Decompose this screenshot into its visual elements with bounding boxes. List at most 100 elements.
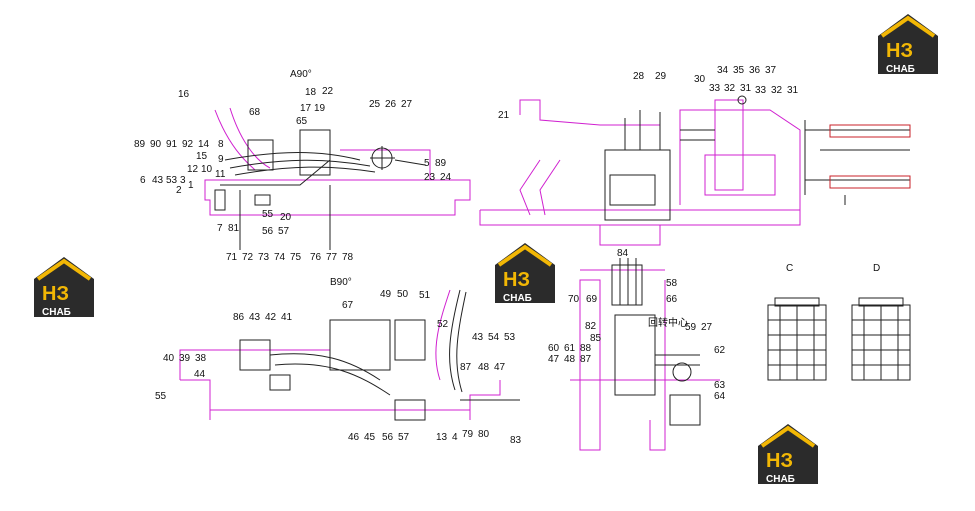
- callout-91: 91: [166, 139, 178, 150]
- callout-23: 23: [424, 172, 436, 183]
- callout-26: 26: [385, 99, 397, 110]
- view-b-title: B90°: [330, 277, 352, 288]
- callout-55: 55: [262, 209, 274, 220]
- callout-36: 36: [749, 65, 761, 76]
- callout-87b: 87: [580, 354, 592, 365]
- callout-59: 59: [685, 322, 697, 333]
- callout-8: 8: [218, 139, 224, 150]
- callout-31: 31: [740, 83, 752, 94]
- callout-19: 19: [314, 103, 326, 114]
- callout-53: 53: [166, 175, 178, 186]
- callout-52: 52: [437, 319, 449, 330]
- callout-69: 69: [586, 294, 598, 305]
- callout-28: 28: [633, 71, 645, 82]
- callout-32: 32: [724, 83, 736, 94]
- callout-68: 68: [249, 107, 261, 118]
- callout-57: 57: [398, 432, 410, 443]
- brand-logo-center: НЗ СНАБ: [495, 243, 555, 304]
- callout-48: 48: [478, 362, 490, 373]
- callout-5: 5: [424, 158, 430, 169]
- callout-11: 11: [215, 169, 226, 180]
- callout-89b: 89: [435, 158, 447, 169]
- callout-57: 57: [278, 226, 290, 237]
- callout-7: 7: [217, 223, 223, 234]
- callout-79: 79: [462, 429, 474, 440]
- callout-47: 47: [494, 362, 506, 373]
- callout-77: 77: [326, 252, 338, 263]
- callout-78: 78: [342, 252, 354, 263]
- view-c-d: C D: [767, 263, 911, 381]
- callout-43b: 43: [472, 332, 484, 343]
- brand-logo-left: НЗ СНАБ: [34, 257, 94, 318]
- callout-67: 67: [342, 300, 354, 311]
- callout-16: 16: [178, 89, 190, 100]
- callout-34: 34: [717, 65, 729, 76]
- callout-60: 60: [548, 343, 560, 354]
- callout-73: 73: [258, 252, 270, 263]
- center-caption: 回转中心: [648, 316, 688, 329]
- callout-83: 83: [510, 435, 522, 446]
- callout-92: 92: [182, 139, 194, 150]
- callout-88: 88: [580, 343, 592, 354]
- logo-letters: НЗ: [886, 40, 913, 62]
- callout-58: 58: [666, 278, 678, 289]
- callout-81: 81: [228, 223, 240, 234]
- callout-3: 3: [180, 175, 186, 186]
- callout-22: 22: [322, 86, 334, 97]
- callout-56: 56: [382, 432, 394, 443]
- valve-block-c: [767, 297, 827, 381]
- callout-84: 84: [617, 248, 629, 259]
- view-a-title: A90°: [290, 69, 312, 80]
- callout-43: 43: [249, 312, 261, 323]
- callout-44: 44: [194, 369, 206, 380]
- callout-87: 87: [460, 362, 472, 373]
- callout-42: 42: [265, 312, 277, 323]
- callout-49: 49: [380, 289, 392, 300]
- callout-62: 62: [714, 345, 726, 356]
- callout-43: 43: [152, 175, 164, 186]
- logo-caption: СНАБ: [42, 307, 71, 318]
- logo-caption: СНАБ: [766, 474, 795, 485]
- callout-39: 39: [179, 353, 191, 364]
- callout-65: 65: [296, 116, 308, 127]
- callout-76: 76: [310, 252, 322, 263]
- callout-13: 13: [436, 432, 448, 443]
- callout-25: 25: [369, 99, 381, 110]
- logo-letters: НЗ: [503, 269, 530, 291]
- callout-63: 63: [714, 380, 726, 391]
- callout-20: 20: [280, 212, 292, 223]
- callout-89: 89: [134, 139, 146, 150]
- callout-12: 12: [187, 164, 199, 175]
- valve-block-d: [851, 297, 911, 381]
- callout-66: 66: [666, 294, 678, 305]
- callout-2: 2: [176, 185, 182, 196]
- callout-54: 54: [488, 332, 500, 343]
- logo-caption: СНАБ: [503, 293, 532, 304]
- callout-32b: 32: [771, 85, 783, 96]
- logo-caption: СНАБ: [886, 64, 915, 75]
- view-top-assembly: 21 28 29 30 34 35 36 37 33 32 31 33 32 3…: [479, 65, 801, 246]
- view-side-assembly: 回转中心 84 58 70 69 66 82 85 59 27 60 61 88…: [548, 248, 726, 451]
- callout-53: 53: [504, 332, 516, 343]
- callout-24: 24: [440, 172, 452, 183]
- logo-letters: НЗ: [766, 450, 793, 472]
- callout-45: 45: [364, 432, 376, 443]
- callout-17: 17: [300, 103, 312, 114]
- detail-section: [804, 120, 911, 205]
- view-d-title: D: [873, 263, 880, 274]
- callout-40: 40: [163, 353, 175, 364]
- callout-21: 21: [498, 110, 510, 121]
- callout-38: 38: [195, 353, 207, 364]
- callout-31b: 31: [787, 85, 799, 96]
- callout-29: 29: [655, 71, 667, 82]
- logo-letters: НЗ: [42, 283, 69, 305]
- callout-47b: 47: [548, 354, 560, 365]
- callout-6: 6: [140, 175, 146, 186]
- view-a-assembly: A90° 16 18 22 17 19 65 25 26 27 68 8 89 …: [134, 69, 471, 263]
- callout-41: 41: [281, 312, 293, 323]
- callout-82: 82: [585, 321, 597, 332]
- callout-9: 9: [218, 154, 224, 165]
- callout-30: 30: [694, 74, 706, 85]
- callout-61: 61: [564, 343, 576, 354]
